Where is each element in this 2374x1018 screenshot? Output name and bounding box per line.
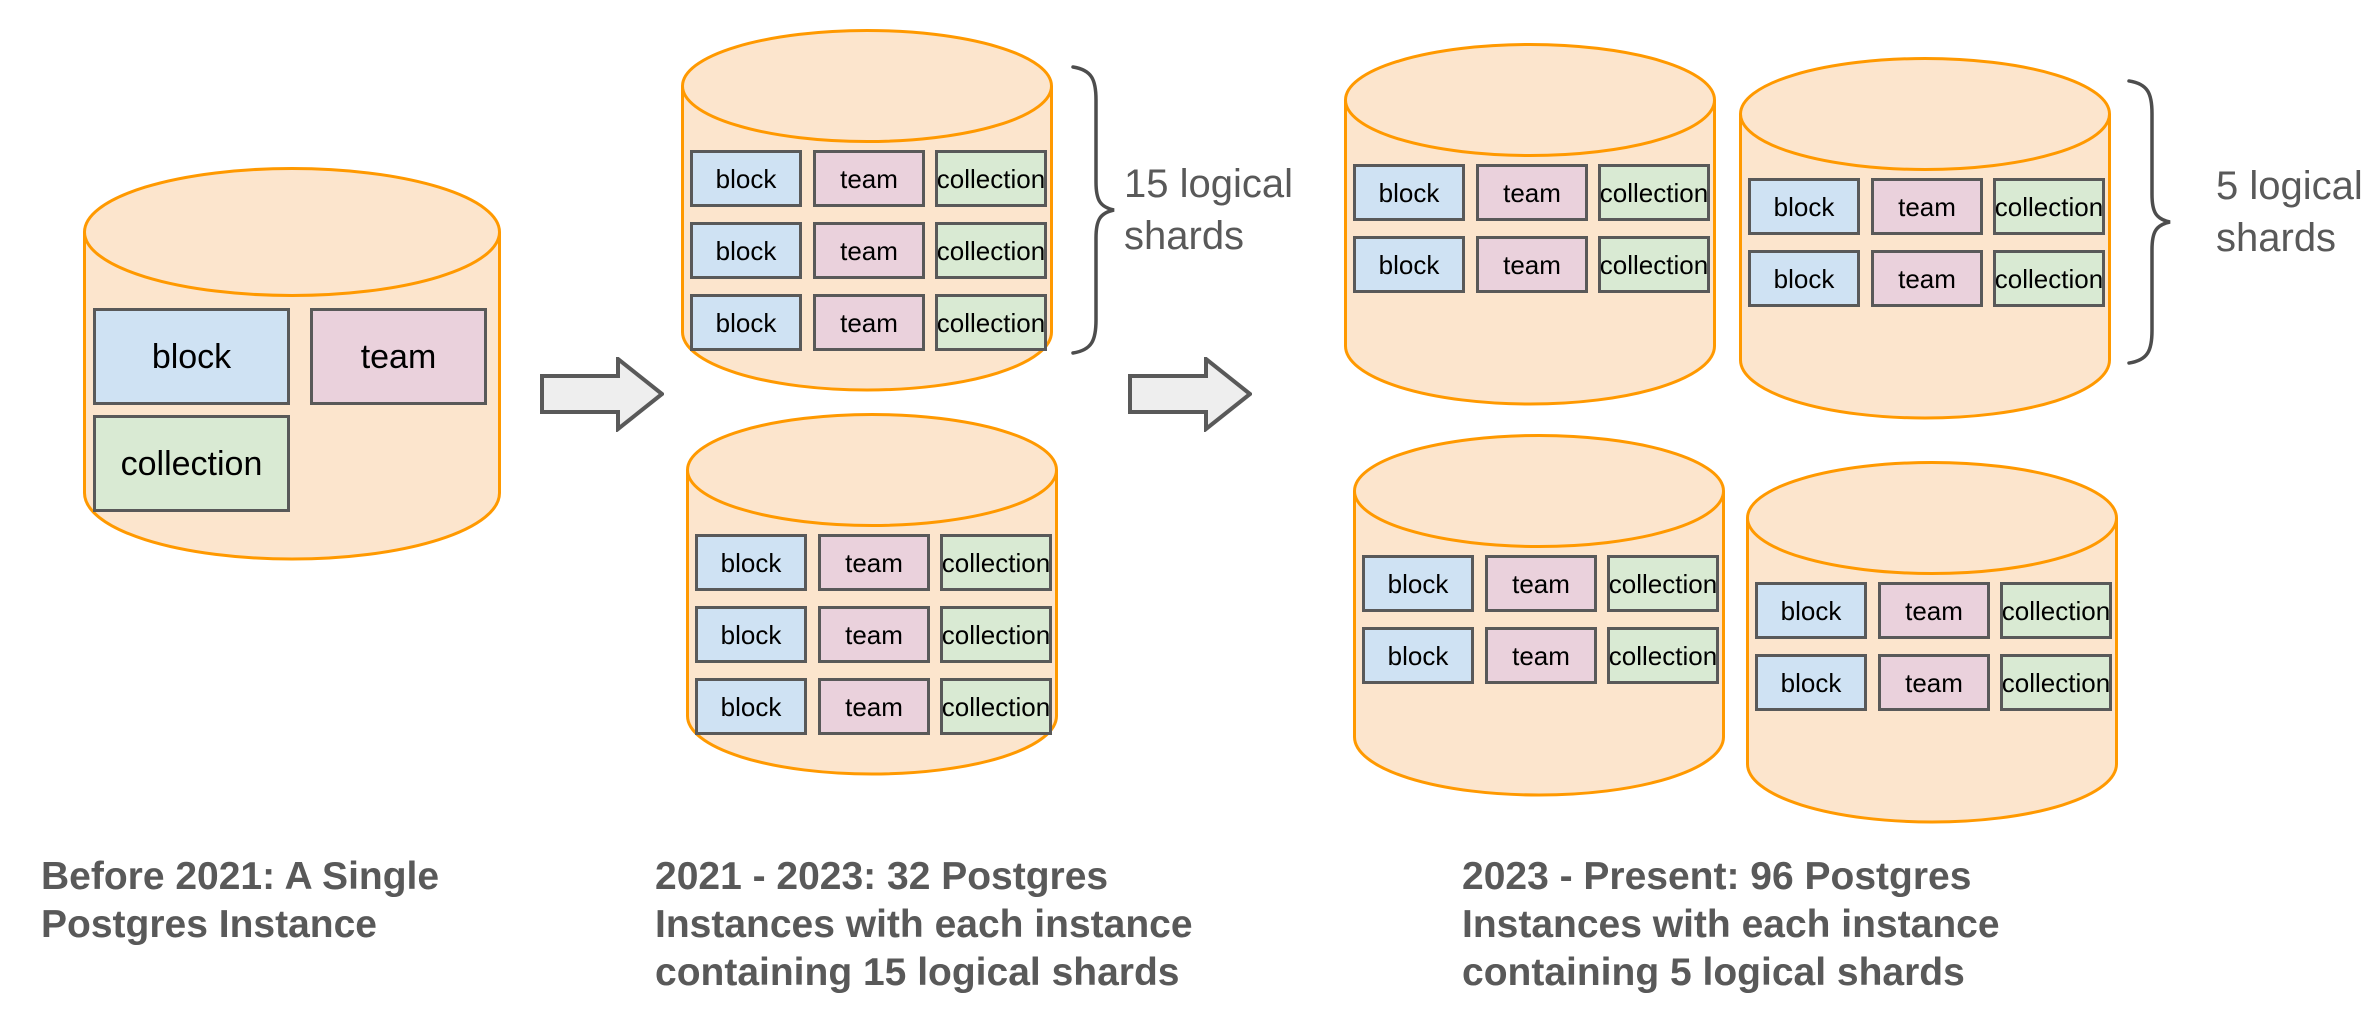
collection-table: collection [2000, 654, 2112, 711]
team-table: team [818, 678, 930, 735]
collection-table: collection [1598, 164, 1710, 221]
team-table: team [813, 222, 925, 279]
collection-table: collection [2000, 582, 2112, 639]
right-arrow-icon [540, 357, 664, 437]
collection-table: collection [935, 150, 1047, 207]
stage2-caption: 2021 - 2023: 32 Postgres Instances with … [655, 855, 1193, 994]
stage3-shards-label: 5 logical shards [2216, 164, 2363, 260]
shard-brace-icon [1070, 64, 1116, 361]
team-table: team [1871, 178, 1983, 235]
team-table: team [1485, 555, 1597, 612]
database-cylinder-icon [1746, 461, 2118, 824]
block-table: block [690, 150, 802, 207]
team-table: team [1476, 236, 1588, 293]
block-table: block [1755, 654, 1867, 711]
collection-table: collection [1598, 236, 1710, 293]
collection-table: collection [93, 415, 290, 512]
collection-table: collection [940, 678, 1052, 735]
collection-table: collection [1993, 178, 2105, 235]
database-cylinder-icon [1353, 434, 1725, 797]
stage3-caption: 2023 - Present: 96 Postgres Instances wi… [1462, 855, 2000, 994]
team-table: team [818, 534, 930, 591]
block-table: block [1362, 627, 1474, 684]
block-table: block [695, 606, 807, 663]
block-table: block [695, 678, 807, 735]
team-table: team [1485, 627, 1597, 684]
block-table: block [695, 534, 807, 591]
team-table: team [1878, 654, 1990, 711]
team-table: team [818, 606, 930, 663]
stage3-postgres-instance-cylinder-2: block team collection block team collect… [1738, 56, 2112, 420]
block-table: block [1353, 236, 1465, 293]
collection-table: collection [1993, 250, 2105, 307]
block-table: block [93, 308, 290, 405]
stage3-postgres-instance-cylinder-4: block team collection block team collect… [1745, 460, 2119, 824]
block-table: block [1748, 178, 1860, 235]
database-cylinder-icon [1739, 57, 2111, 420]
team-table: team [310, 308, 487, 405]
database-cylinder-icon [1344, 43, 1716, 406]
block-table: block [690, 222, 802, 279]
stage1-postgres-instance-cylinder: block team collection [82, 166, 502, 561]
stage2-postgres-instance-cylinder-2: block team collection block team collect… [685, 412, 1059, 776]
collection-table: collection [935, 294, 1047, 351]
stage1-caption: Before 2021: A Single Postgres Instance [41, 855, 440, 946]
block-table: block [1748, 250, 1860, 307]
stage2-postgres-instance-cylinder-1: block team collection block team collect… [680, 28, 1054, 392]
collection-table: collection [1607, 555, 1719, 612]
right-arrow-icon [1128, 357, 1252, 437]
collection-table: collection [940, 534, 1052, 591]
collection-table: collection [940, 606, 1052, 663]
block-table: block [690, 294, 802, 351]
team-table: team [1878, 582, 1990, 639]
block-table: block [1353, 164, 1465, 221]
stage3-postgres-instance-cylinder-3: block team collection block team collect… [1352, 433, 1726, 797]
stage3-postgres-instance-cylinder-1: block team collection block team collect… [1343, 42, 1717, 406]
block-table: block [1362, 555, 1474, 612]
team-table: team [813, 294, 925, 351]
block-table: block [1755, 582, 1867, 639]
team-table: team [1871, 250, 1983, 307]
stage2-shards-label: 15 logical shards [1124, 162, 1294, 258]
shard-brace-icon [2126, 78, 2172, 371]
team-table: team [1476, 164, 1588, 221]
collection-table: collection [1607, 627, 1719, 684]
team-table: team [813, 150, 925, 207]
collection-table: collection [935, 222, 1047, 279]
